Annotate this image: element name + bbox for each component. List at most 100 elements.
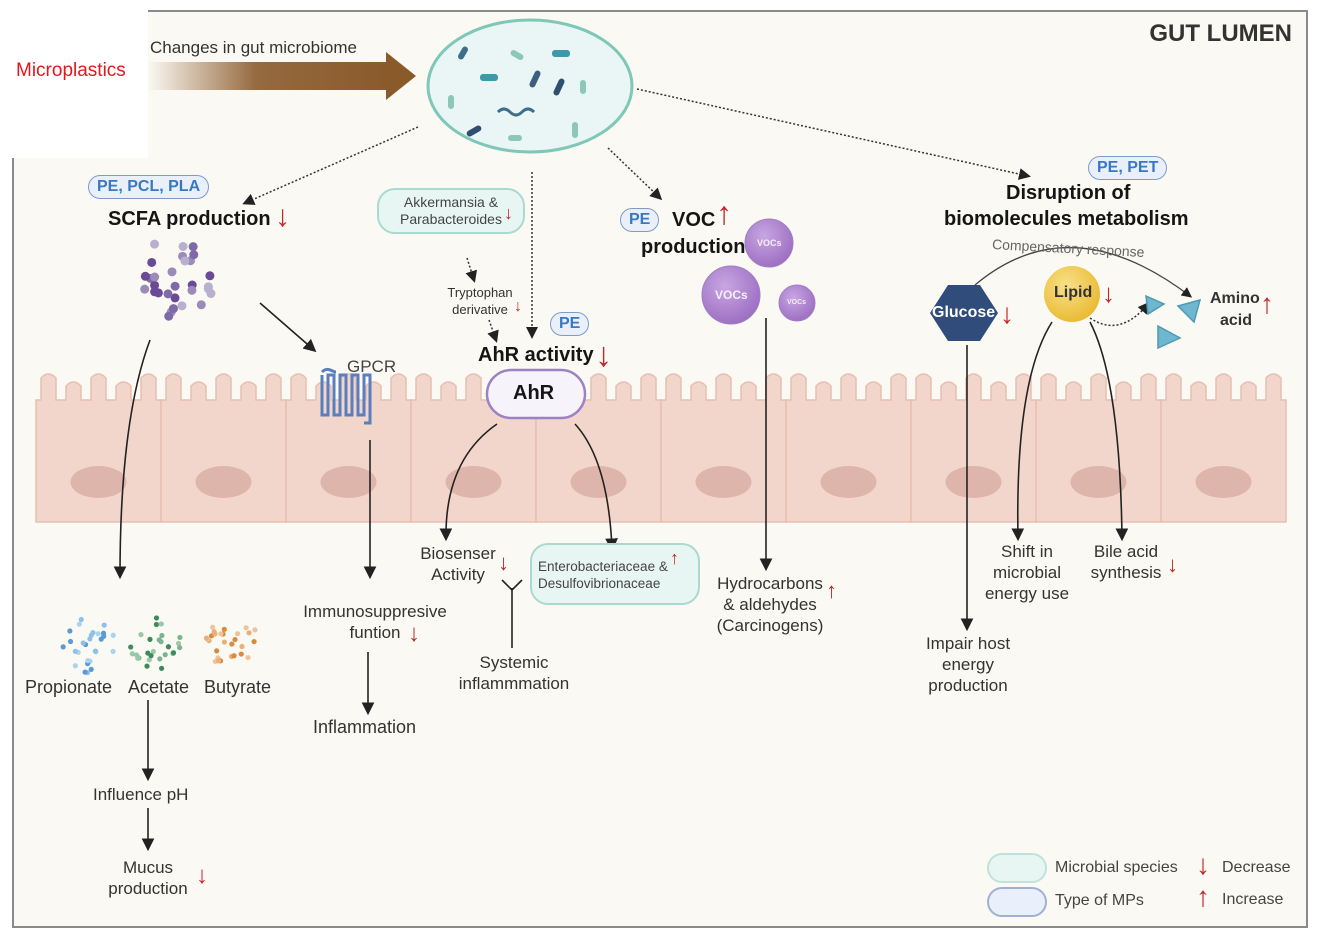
molecule-dot (188, 242, 198, 252)
epithelial-cell (660, 373, 787, 523)
molecule-dot (246, 630, 252, 636)
molecule-dot (251, 638, 257, 645)
molecule-dot (138, 632, 144, 638)
hydrocarbons-increase-icon: ↑ (826, 578, 837, 603)
molecule-dot (72, 663, 78, 669)
bile-acid-synthesis: Bile acid synthesis (1090, 542, 1162, 582)
molecule-dot (150, 239, 160, 249)
molecule-dot (203, 635, 210, 641)
akkermansia-decrease-icon: ↓ (504, 203, 513, 223)
microbes-akkermansia: Akkermansia & Parabacteroides (377, 188, 525, 234)
molecule-dot (101, 622, 107, 628)
ahr-receptor-label: AhR (513, 382, 555, 404)
cell-nucleus (695, 466, 752, 498)
molecule-dot (147, 257, 157, 267)
molecule-dot (92, 648, 98, 654)
molecule-dot (150, 648, 156, 655)
legend-mp-swatch (987, 887, 1047, 917)
compensatory-arrow (974, 247, 1193, 298)
biosensor-activity: Biosenser Activity (420, 544, 496, 584)
cell-nucleus (445, 466, 502, 498)
immunosuppressive-function: Immunosuppresive funtion (303, 602, 447, 642)
molecule-dot (147, 636, 153, 642)
mucus-decrease-icon: ↓ (196, 862, 208, 889)
molecule-dot (148, 653, 154, 659)
impair-host-energy: Impair host energy production (925, 634, 1011, 695)
solid-connectors (113, 302, 1129, 852)
lipid-decrease-icon: ↓ (1102, 278, 1115, 308)
inflammation: Inflammation (313, 717, 417, 737)
molecule-dot (175, 640, 182, 647)
molecule-dot (170, 293, 180, 303)
molecule-dot (144, 663, 150, 669)
molecule-dot (196, 300, 206, 310)
molecule-dot (170, 281, 180, 291)
product-propionate: Propionate (25, 677, 113, 697)
cell-nucleus (195, 466, 252, 498)
molecule-dot (67, 628, 73, 634)
cell-nucleus (570, 466, 627, 498)
molecule-dot (163, 289, 173, 299)
amino-acid-icon (1145, 294, 1202, 350)
arrow-label: Changes in gut microbiome (150, 38, 357, 57)
molecule-dot (128, 644, 134, 650)
molecule-dot (157, 656, 163, 662)
voc-bubble-label-1: VOCs (757, 238, 782, 248)
molecule-dot (100, 630, 107, 636)
glucose-icon (930, 285, 998, 341)
molecule-dot (180, 256, 190, 266)
molecule-dot (110, 648, 116, 654)
molecule-dot (165, 644, 172, 650)
propionate-molecules-icon (60, 616, 116, 676)
ahr-decrease-icon: ↓ (595, 336, 612, 374)
molecule-dot (88, 632, 94, 638)
molecule-dot (80, 640, 86, 646)
molecule-dot (135, 655, 141, 661)
voc-title-line2: production (641, 236, 746, 258)
molecule-dot (153, 615, 160, 621)
legend-increase-icon: ↑ (1196, 881, 1210, 912)
ahr-activity-title: AhR activity (478, 344, 594, 366)
molecule-dot (110, 632, 116, 638)
immuno-decrease-icon: ↓ (408, 620, 420, 647)
lipid-label: Lipid (1054, 284, 1093, 301)
epithelial-cell (1035, 373, 1162, 523)
biosensor-decrease-icon: ↓ (498, 550, 509, 575)
molecule-dot (76, 621, 82, 627)
molecule-dot (178, 241, 188, 251)
product-acetate: Acetate (128, 677, 190, 697)
molecule-dot (150, 287, 160, 297)
molecule-dot (252, 627, 258, 633)
white-patch (0, 0, 148, 158)
legend-decrease-icon: ↓ (1196, 849, 1210, 880)
molecule-dot (159, 665, 165, 671)
mp-badge-biomolecules: PE, PET (1088, 156, 1168, 180)
mp-badge-ahr: PE (550, 312, 590, 336)
enterobacteriaceae-increase-icon: ↑ (670, 548, 679, 568)
scfa-title: SCFA production (108, 208, 271, 230)
molecule-dot (177, 644, 183, 651)
amino-label-line1: Amino (1210, 290, 1260, 307)
molecule-dot (168, 304, 178, 314)
molecule-dot (88, 666, 94, 672)
molecule-dot (189, 250, 199, 260)
biomolecules-title-line2: biomolecules metabolism (944, 208, 1189, 230)
cell-nucleus (70, 466, 127, 498)
molecule-dot (158, 621, 164, 627)
molecule-dot (159, 632, 165, 639)
molecule-dot (232, 636, 238, 643)
molecule-dot (140, 284, 150, 294)
molecule-dot (245, 654, 251, 661)
molecule-dot (82, 669, 88, 675)
glucose-decrease-icon: ↓ (1000, 298, 1014, 329)
molecule-dot (243, 625, 249, 631)
molecule-dot (98, 636, 104, 642)
molecule-dot (203, 284, 213, 294)
amino-label-line2: acid (1220, 312, 1253, 329)
epithelium (35, 373, 1287, 523)
legend-microbial-species: Microbial species (1055, 859, 1178, 876)
molecule-dot (85, 658, 91, 664)
molecule-dot (162, 652, 168, 658)
molecule-dot (153, 621, 160, 628)
